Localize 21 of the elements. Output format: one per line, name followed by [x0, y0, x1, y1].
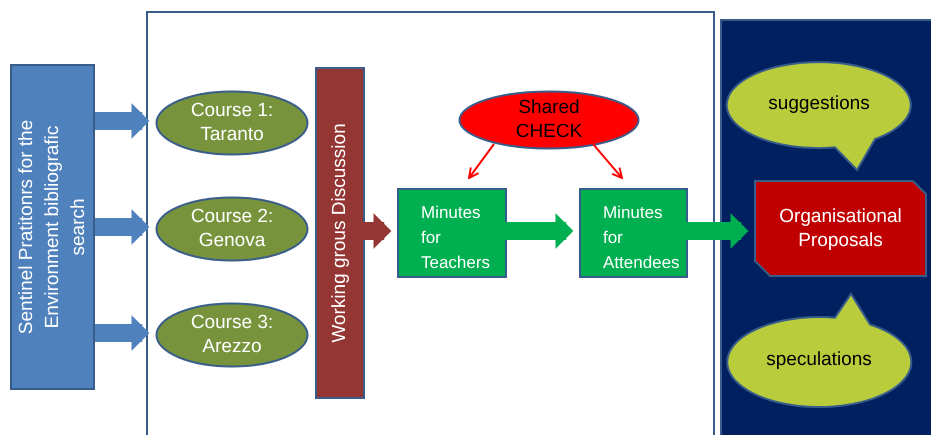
minutes-box: Minutes for Teachers [397, 188, 507, 278]
discussion-bar: Working grous Discussion [315, 67, 365, 399]
arrow [95, 315, 150, 351]
arrow [95, 209, 150, 245]
arrow [468, 143, 495, 179]
check-ellipse: Shared CHECK [458, 90, 640, 150]
arrow [363, 213, 392, 249]
arrow [592, 143, 623, 179]
panel-background [146, 11, 715, 435]
minutes-box: Minutes for Attendees [579, 188, 688, 278]
panel-background [720, 19, 931, 435]
course-ellipse: Course 1: Taranto [155, 90, 309, 156]
source-box: Sentinel Pratitonrs for the Environment bibliografic search [10, 64, 95, 390]
arrow [95, 103, 150, 139]
arrow [505, 213, 574, 249]
arrow [686, 213, 748, 249]
speech-bubble: speculations [725, 292, 913, 408]
course-ellipse: Course 2: Genova [155, 196, 309, 262]
speech-bubble: suggestions [725, 60, 913, 172]
course-ellipse: Course 3: Arezzo [155, 302, 309, 368]
proposal-box: Organisational Proposals [754, 180, 927, 277]
